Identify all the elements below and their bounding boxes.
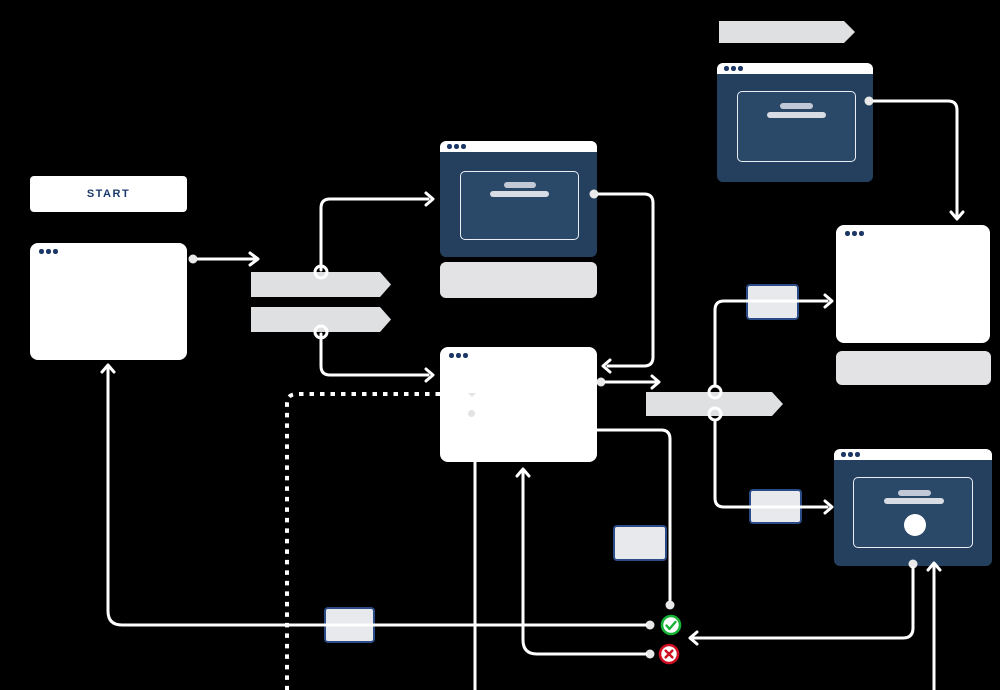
edge-central-window-out: [596, 374, 661, 390]
window-top-middle[interactable]: [440, 141, 597, 257]
edge-banner1-to-top-middle-window: [313, 191, 435, 280]
connector-box-feedback[interactable]: [324, 607, 375, 643]
window-bottom-right-dark[interactable]: [834, 449, 992, 566]
traffic-dots-icon: [724, 66, 729, 71]
edge-dotted-loop-to-central-window: [285, 392, 440, 690]
step-banner-2[interactable]: [251, 307, 391, 332]
window-central[interactable]: [440, 347, 597, 462]
screen-placeholder: [737, 91, 856, 162]
text-line-placeholder: [490, 190, 549, 197]
text-line-placeholder: [504, 182, 536, 188]
chevron-down-icon: [468, 393, 476, 397]
check-icon[interactable]: [660, 614, 682, 636]
start-button[interactable]: START: [30, 176, 187, 212]
edge-failure-retry-to-central-window: [515, 467, 655, 659]
edge-central-window-to-success: [595, 428, 675, 610]
traffic-dots-icon: [841, 452, 846, 457]
edge-top-middle-window-to-central-window: [589, 189, 655, 374]
traffic-dots-icon: [447, 144, 452, 149]
window-right-white[interactable]: [836, 225, 990, 343]
edge-banner2-to-central-window: [313, 324, 435, 383]
screen-placeholder: [853, 477, 973, 548]
label-right: [836, 351, 991, 385]
edge-left-window-out: [188, 251, 260, 267]
traffic-dots-icon: [39, 249, 58, 254]
cross-icon[interactable]: [658, 643, 680, 665]
text-line-placeholder: [884, 498, 944, 504]
window-titlebar: [834, 449, 992, 460]
traffic-dots-icon: [449, 353, 468, 358]
window-titlebar: [440, 141, 597, 152]
window-left[interactable]: [30, 243, 187, 360]
connector-box-left[interactable]: [613, 525, 667, 561]
connector-box-top[interactable]: [746, 284, 799, 320]
avatar: [904, 514, 926, 536]
traffic-dots-icon: [845, 231, 864, 236]
step-banner-1[interactable]: [251, 272, 391, 297]
label-top-right: [719, 21, 855, 43]
edge-bottom-edge-to-bottom-right-window: [926, 561, 942, 690]
window-titlebar: [717, 63, 873, 74]
window-top-right-dark[interactable]: [717, 63, 873, 182]
dot-icon: [468, 410, 475, 417]
text-line-placeholder: [780, 103, 813, 109]
text-line-placeholder: [767, 112, 826, 118]
decision-banner[interactable]: [646, 392, 783, 416]
label-top-middle: [440, 262, 597, 298]
start-label: START: [86, 188, 131, 200]
edge-top-right-dark-to-white-window: [864, 96, 965, 221]
text-line-placeholder: [898, 490, 931, 496]
screen-placeholder: [460, 171, 579, 240]
connector-box-bottom[interactable]: [749, 489, 802, 524]
edge-bottom-right-window-to-status: [688, 559, 918, 646]
